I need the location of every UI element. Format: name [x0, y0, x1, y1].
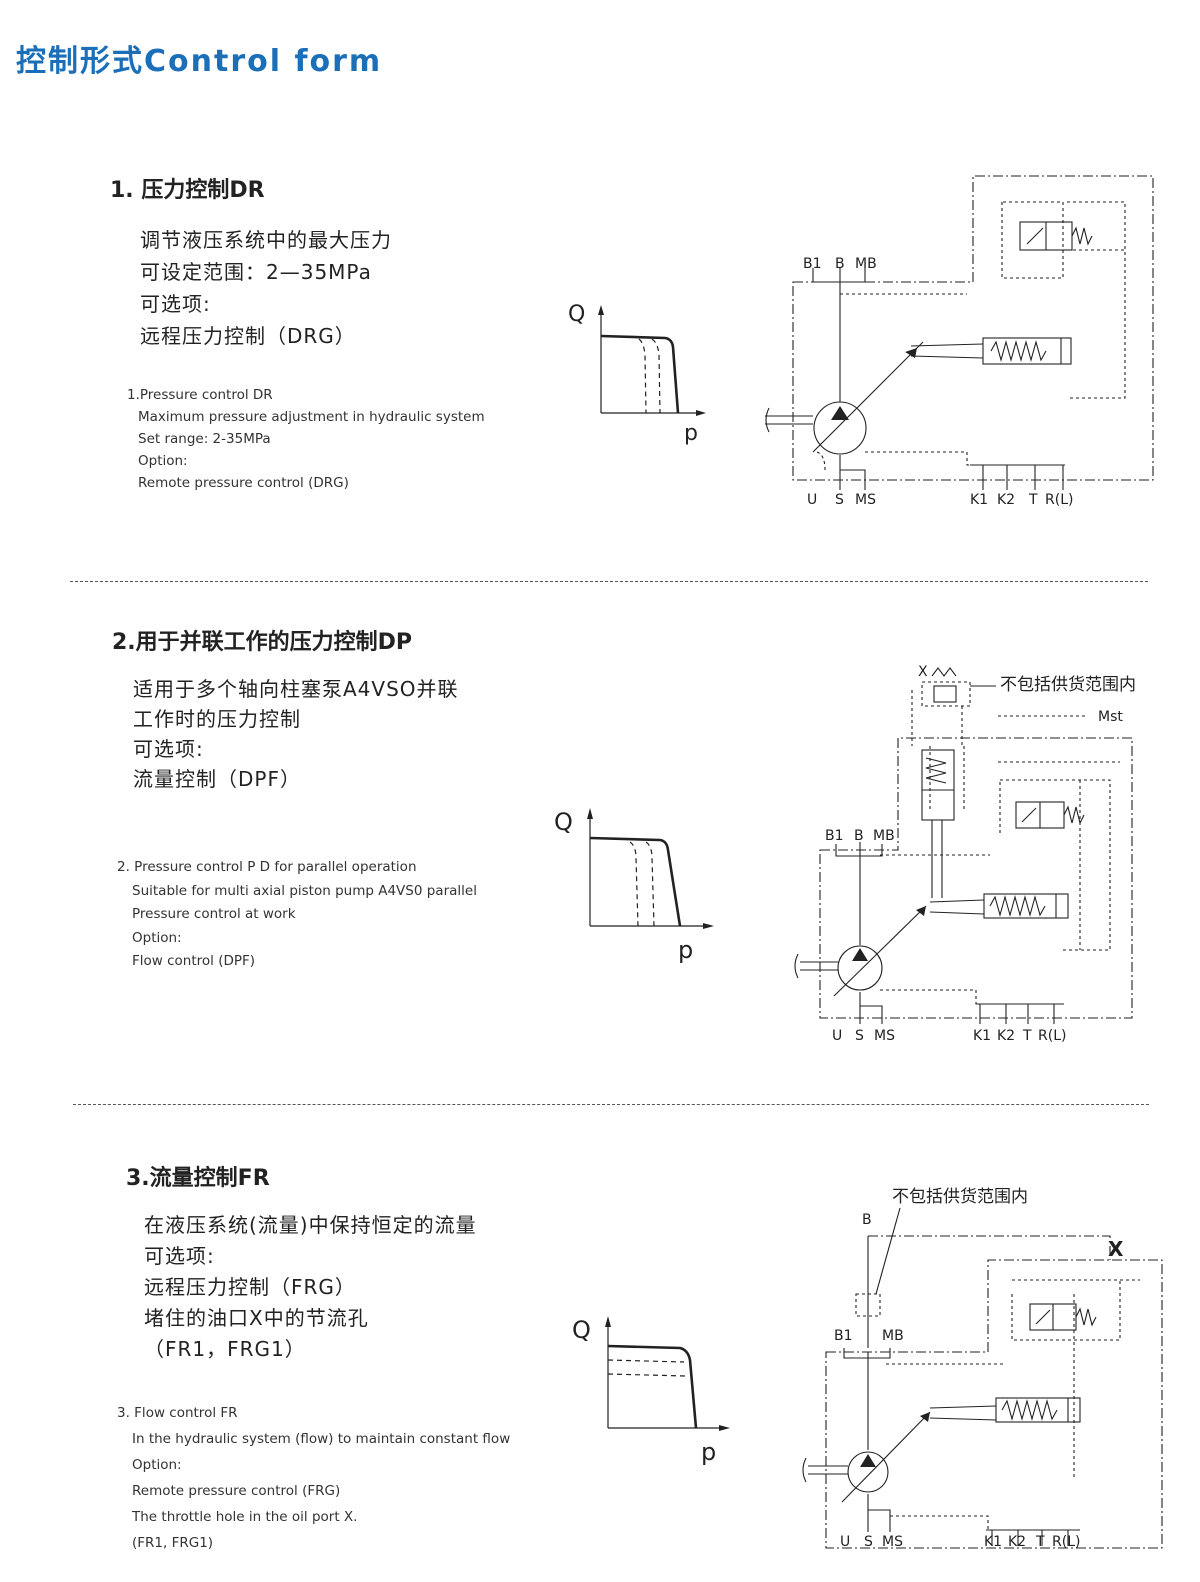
not-included-note: 不包括供货范围内 [892, 1187, 1028, 1207]
en-line: Suitable for multi axial piston pump A4V… [132, 882, 477, 899]
port-label: T [1022, 1028, 1032, 1044]
port-label: S [864, 1534, 873, 1550]
port-label: MS [882, 1534, 903, 1550]
pq-characteristic-graph-2: Q p [554, 808, 714, 964]
cn-line: 可选项: [133, 737, 204, 761]
section-1-description-cn: 调节液压系统中的最大压力 可设定范围：2—35MPa 可选项: 远程压力控制（D… [140, 224, 392, 352]
section-1-title: 1. 压力控制DR [110, 178, 265, 203]
port-label: MB [873, 828, 895, 844]
en-line: (FR1, FRG1) [132, 1535, 214, 1551]
port-label: B1 [803, 256, 822, 272]
section-divider [73, 1104, 1149, 1105]
port-label: MB [855, 256, 877, 272]
section-2-title: 2.用于并联工作的压力控制DP [112, 630, 413, 655]
axis-label-q: Q [572, 1316, 591, 1344]
en-line: Set range: 2-35MPa [138, 431, 271, 447]
en-line: Option: [132, 1457, 182, 1473]
cn-line: 适用于多个轴向柱塞泵A4VSO并联 [133, 677, 459, 701]
cn-line: 可选项: [140, 292, 211, 316]
port-label: B1 [825, 828, 844, 844]
page-title: 控制形式Control form [16, 44, 383, 79]
en-line: Remote pressure control (DRG) [138, 475, 349, 491]
hydraulic-circuit-dr: B1 B MB U S MS K1 K2 T R(L) [765, 175, 1154, 508]
hydraulic-circuit-dp: X 不包括供货范围内 Mst B1 B MB U S MS K1 K2 T R(… [794, 664, 1136, 1044]
port-label: MB [882, 1328, 904, 1344]
cn-line: 可选项: [144, 1244, 215, 1268]
axis-label-q: Q [568, 302, 585, 327]
port-label-x: X [1108, 1237, 1124, 1261]
axis-label-p: p [684, 421, 698, 446]
cn-line: （FR1，FRG1） [144, 1337, 306, 1361]
port-label: T [1028, 492, 1038, 508]
port-label-b: B [862, 1212, 872, 1228]
port-label: R(L) [1045, 492, 1073, 508]
en-line: 1.Pressure control DR [127, 387, 273, 403]
section-3-description-cn: 在液压系统(流量)中保持恒定的流量 可选项: 远程压力控制（FRG） 堵住的油口… [144, 1210, 477, 1365]
en-line: Option: [138, 453, 188, 469]
port-label: K2 [1008, 1534, 1026, 1550]
cn-line: 调节液压系统中的最大压力 [140, 228, 392, 252]
pq-characteristic-graph-1: Q p [568, 302, 706, 446]
axis-label-q: Q [554, 808, 573, 836]
port-label: MS [855, 492, 876, 508]
not-included-note: 不包括供货范围内 [1000, 675, 1136, 695]
en-line: Option: [132, 929, 182, 946]
section-divider [70, 581, 1148, 582]
axis-label-p: p [701, 1438, 716, 1466]
section-2-description-en: 2. Pressure control P D for parallel ope… [117, 856, 477, 974]
cn-line: 流量控制（DPF） [133, 767, 301, 791]
cn-line: 可设定范围：2—35MPa [140, 260, 372, 284]
port-label: B1 [834, 1328, 853, 1344]
port-label-mst: Mst [1098, 709, 1123, 725]
section-3-description-en: 3. Flow control FR In the hydraulic syst… [117, 1400, 510, 1556]
en-line: 2. Pressure control P D for parallel ope… [117, 859, 417, 875]
hydraulic-circuit-fr: 不包括供货范围内 B X B1 MB U S MS K1 K2 T R(L) [802, 1187, 1163, 1550]
port-label: K2 [997, 492, 1015, 508]
en-line: Flow control (DPF) [132, 953, 256, 969]
port-label: U [807, 492, 817, 508]
port-label: S [835, 492, 844, 508]
axis-label-p: p [678, 936, 693, 964]
en-line: The throttle hole in the oil port X. [132, 1509, 358, 1525]
port-label: R(L) [1038, 1028, 1066, 1044]
en-line: Pressure control at work [132, 906, 296, 922]
port-label: K2 [997, 1028, 1015, 1044]
cn-line: 远程压力控制（FRG） [144, 1275, 356, 1299]
port-label: B [854, 828, 864, 844]
section-2-description-cn: 适用于多个轴向柱塞泵A4VSO并联 工作时的压力控制 可选项: 流量控制（DPF… [133, 674, 459, 794]
cn-line: 堵住的油口X中的节流孔 [144, 1306, 369, 1330]
en-line: Maximum pressure adjustment in hydraulic… [138, 409, 485, 425]
port-label: R(L) [1052, 1534, 1080, 1550]
port-label: T [1035, 1534, 1045, 1550]
cn-line: 在液压系统(流量)中保持恒定的流量 [144, 1213, 477, 1237]
section-1-description-en: 1.Pressure control DR Maximum pressure a… [127, 384, 485, 494]
pq-characteristic-graph-3: Q p [572, 1316, 730, 1466]
cn-line: 工作时的压力控制 [133, 707, 301, 731]
port-label: MS [874, 1028, 895, 1044]
port-label: U [840, 1534, 850, 1550]
port-label: K1 [970, 492, 988, 508]
port-label: K1 [973, 1028, 991, 1044]
port-label: S [855, 1028, 864, 1044]
cn-line: 远程压力控制（DRG） [140, 324, 356, 348]
port-label: U [832, 1028, 842, 1044]
en-line: Remote pressure control (FRG) [132, 1483, 341, 1499]
section-3-title: 3.流量控制FR [126, 1166, 270, 1191]
en-line: In the hydraulic system (flow) to mainta… [132, 1431, 511, 1447]
port-label: K1 [984, 1534, 1002, 1550]
port-label-x: X [918, 664, 928, 680]
port-label: B [835, 256, 845, 272]
en-line: 3. Flow control FR [117, 1405, 238, 1421]
